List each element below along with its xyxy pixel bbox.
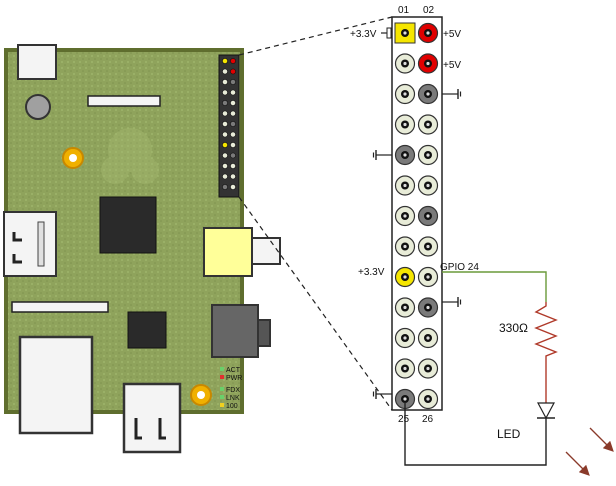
raspberry-pi-board: ACT PWR FDX LNK 100 (3, 44, 281, 454)
led-circuit: 330Ω LED (404, 271, 614, 476)
board-pin-8 (230, 89, 236, 96)
audio-jack (211, 304, 271, 358)
label-gpio24: GPIO 24 (440, 262, 479, 273)
label-5v-pin4: +5V (443, 60, 461, 71)
board-pin-23 (222, 173, 228, 180)
pin-25-label: 25 (398, 414, 410, 425)
board-pin-13 (222, 121, 228, 127)
led-act-label: ACT (226, 367, 241, 374)
wire-ground-return (404, 402, 547, 466)
pin-26-label: 26 (422, 414, 434, 425)
board-pin-11 (222, 110, 228, 117)
led-symbol (537, 402, 555, 420)
label-5v-pin2: +5V (443, 29, 461, 40)
board-gpio-header (218, 54, 240, 198)
soc-chip (99, 196, 157, 254)
led-fdx-indicator (220, 387, 224, 391)
led-label: LED (497, 427, 521, 441)
board-pin-7 (222, 89, 228, 96)
board-pin-20 (230, 152, 236, 159)
board-pin-9 (222, 100, 228, 106)
gpio-header-enlarged (391, 16, 443, 411)
board-pin-21 (222, 163, 228, 169)
board-pin-12 (230, 110, 236, 117)
board-pin-15 (222, 131, 228, 138)
board-pin-24 (230, 173, 236, 180)
ground-symbols (372, 89, 462, 399)
pin-02-label: 02 (423, 5, 435, 16)
led-100-label: 100 (226, 403, 238, 410)
wire-gpio24 (442, 271, 547, 302)
board-pin-5 (222, 79, 228, 85)
board-pin-4 (230, 68, 236, 75)
led-lnk-label: LNK (226, 395, 240, 402)
rca-video-jack (203, 227, 281, 277)
zoom-line-bottom (238, 196, 393, 411)
led-lnk-indicator (220, 395, 224, 399)
raspberry-logo-icon (101, 128, 159, 184)
usb-port (122, 382, 182, 454)
board-pin-16 (230, 131, 236, 138)
board-pin-25 (222, 184, 228, 190)
resistor-label: 330Ω (499, 321, 528, 335)
board-pin-18 (230, 142, 236, 148)
board-pin-2 (230, 58, 236, 64)
ethernet-controller-chip (127, 311, 167, 349)
board-pin-26 (230, 184, 236, 190)
board-pin-6 (230, 79, 236, 85)
board-pin-19 (222, 152, 228, 159)
label-3v3-pin17: +3.3V (358, 267, 385, 278)
board-pin-1 (222, 58, 228, 64)
hdmi-port (18, 335, 94, 435)
resistor-symbol (534, 302, 558, 360)
led-pwr-indicator (220, 375, 224, 379)
board-pin-10 (230, 100, 236, 106)
led-act-indicator (220, 367, 224, 371)
display-ribbon-connector (11, 301, 109, 313)
display-connector (17, 44, 57, 80)
pin-01-label: 01 (398, 5, 410, 16)
mounting-screw-gray (25, 94, 51, 120)
led-100-indicator (220, 403, 224, 407)
light-emission-arrow-2 (565, 451, 590, 476)
status-leds: ACT PWR FDX LNK 100 (220, 367, 242, 410)
board-pin-17 (222, 142, 228, 148)
board-pin-22 (230, 163, 236, 169)
camera-ribbon-connector (87, 95, 161, 107)
led-pwr-label: PWR (226, 375, 242, 382)
led-fdx-label: FDX (226, 387, 240, 394)
label-3v3-top: +3.3V (350, 29, 377, 40)
board-pin-3 (222, 68, 228, 75)
micro-usb-port (3, 211, 57, 277)
light-emission-arrow-1 (589, 427, 614, 452)
board-pin-14 (230, 121, 236, 127)
